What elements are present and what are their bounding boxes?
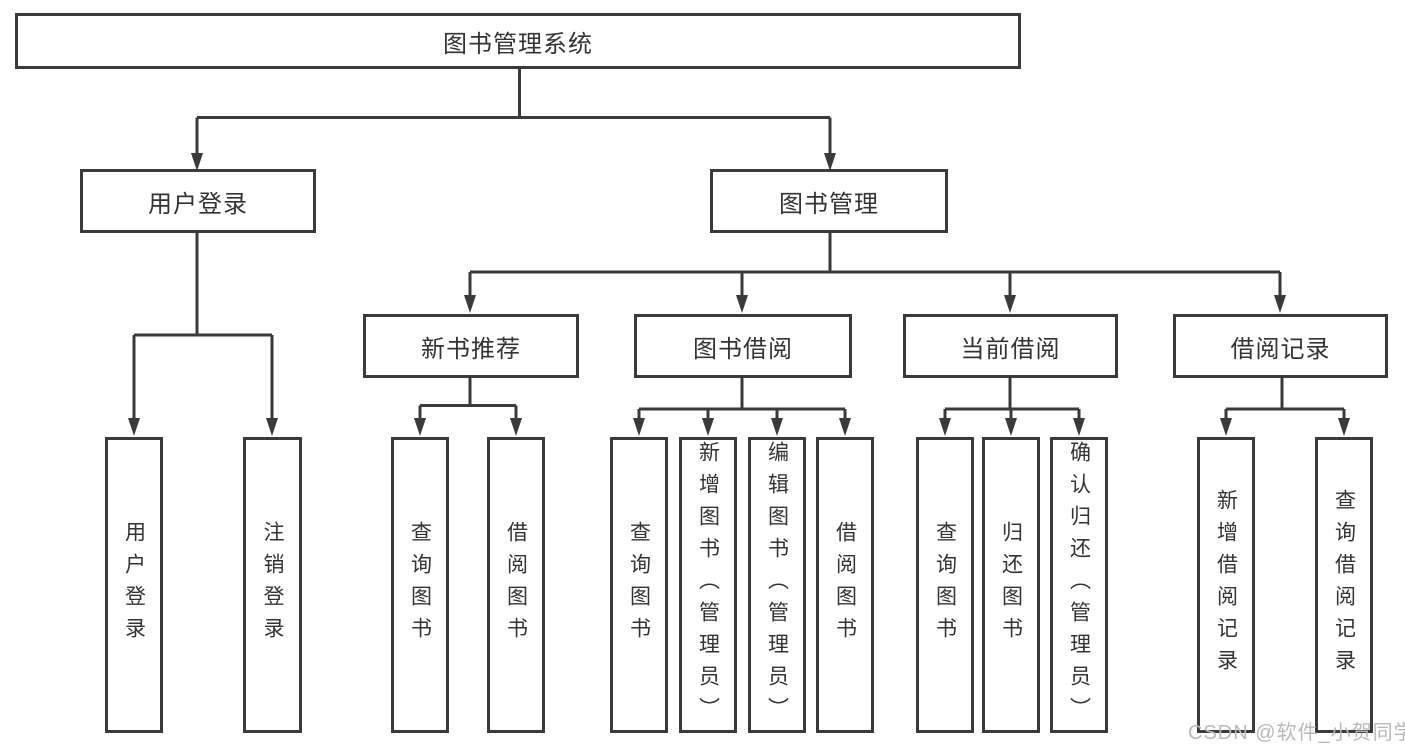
node-leaf-edit-book-admin: 编辑图书（管理员） [748,437,806,733]
node-new-book-recommend: 新书推荐 [363,314,579,378]
node-leaf-query-books-current: 查询图书 [916,437,974,733]
node-leaf-query-books-recommend: 查询图书 [391,437,449,733]
node-current-borrowing-label: 当前借阅 [960,335,1061,363]
node-leaf-add-book-admin: 新增图书（管理员） [679,437,737,733]
node-root: 图书管理系统 [15,13,1021,69]
arrowhead-icon [702,418,714,436]
node-borrow-records-label: 借阅记录 [1230,335,1331,363]
node-leaf-add-book-admin-label: 新增图书（管理员） [696,441,720,729]
node-leaf-user-login: 用户登录 [105,437,163,733]
arrowhead-icon [1338,418,1350,436]
node-leaf-add-borrow-record: 新增借阅记录 [1197,437,1255,733]
node-leaf-query-books-current-label: 查询图书 [933,521,957,649]
node-leaf-query-books-borrowing-label: 查询图书 [627,521,651,649]
node-leaf-logout-label: 注销登录 [261,521,284,649]
arrowhead-icon [736,295,748,313]
arrowhead-icon [1274,295,1286,313]
node-leaf-return-book: 归还图书 [982,437,1040,733]
node-leaf-return-book-label: 归还图书 [999,521,1023,649]
node-leaf-borrow-books-label: 借阅图书 [833,521,857,649]
node-leaf-borrow-books-recommend: 借阅图书 [487,437,545,733]
arrowhead-icon [510,418,522,436]
arrowhead-icon [839,418,851,436]
node-leaf-add-borrow-record-label: 新增借阅记录 [1214,489,1238,681]
node-leaf-confirm-return-admin-label: 确认归还（管理员） [1067,441,1091,729]
arrowhead-icon [1073,418,1085,436]
node-leaf-query-borrow-record: 查询借阅记录 [1315,437,1373,733]
node-book-management: 图书管理 [710,169,948,233]
node-leaf-query-books-recommend-label: 查询图书 [408,521,432,649]
node-user-login: 用户登录 [80,169,316,233]
node-leaf-borrow-books-recommend-label: 借阅图书 [504,521,528,649]
arrowhead-icon [1005,418,1017,436]
arrowhead-icon [128,418,140,436]
node-book-management-label: 图书管理 [779,190,879,218]
node-leaf-query-borrow-record-label: 查询借阅记录 [1332,489,1356,681]
node-book-borrowing-label: 图书借阅 [693,335,793,363]
node-leaf-borrow-books: 借阅图书 [816,437,874,733]
watermark-text: CSDN @软件_小贺同学 [1188,722,1405,744]
node-leaf-edit-book-admin-label: 编辑图书（管理员） [765,441,789,729]
node-leaf-confirm-return-admin: 确认归还（管理员） [1050,437,1108,733]
arrowhead-icon [414,418,426,436]
node-user-login-label: 用户登录 [148,190,248,218]
node-book-borrowing: 图书借阅 [634,314,852,378]
arrowhead-icon [266,418,278,436]
arrowhead-icon [464,295,476,313]
arrowhead-icon [939,418,951,436]
node-new-book-recommend-label: 新书推荐 [421,335,521,363]
arrowhead-icon [633,418,645,436]
node-borrow-records: 借阅记录 [1173,314,1388,378]
arrowhead-icon [1004,295,1016,313]
node-leaf-query-books-borrowing: 查询图书 [610,437,668,733]
arrowhead-icon [771,418,783,436]
arrowhead-icon [1220,418,1232,436]
node-root-label: 图书管理系统 [443,30,593,58]
node-leaf-logout: 注销登录 [243,437,302,733]
node-leaf-user-login-label: 用户登录 [122,521,146,649]
node-current-borrowing: 当前借阅 [903,314,1118,378]
